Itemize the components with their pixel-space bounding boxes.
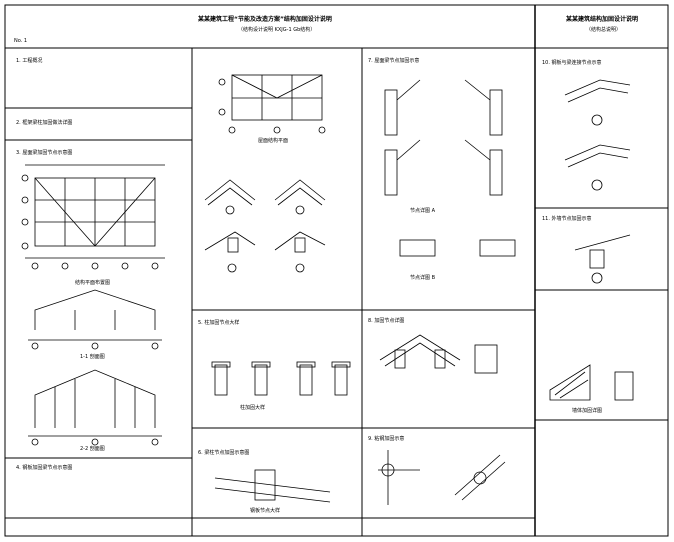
node-details [204, 179, 326, 273]
beam-details [384, 79, 516, 257]
main-title: 某某建筑工程“节能及改造方案”结构加固设计说明 [198, 16, 332, 23]
section-7-heading: 7. 屋面梁节点加固示意 [368, 58, 420, 64]
joint-details [378, 450, 506, 505]
caption-plate: 钢板节点大样 [250, 508, 281, 514]
section-11-heading: 11. 外墙节点加固示意 [542, 216, 592, 222]
sheet-border [4, 4, 669, 537]
section-10-heading: 10. 钢板与梁连接节点示意 [542, 60, 602, 66]
roof-plan [218, 74, 326, 134]
caption-frame-1: 1-1 剖面图 [80, 354, 105, 360]
section-3-heading: 3. 屋面梁加固节点示意图 [16, 150, 73, 156]
side-subtitle: （结构总说明） [586, 27, 622, 33]
section-4-heading: 4. 钢板加固梁节点示意图 [16, 465, 73, 471]
section-2-heading: 2. 框架梁柱加固做法详图 [16, 120, 73, 126]
caption-frame-2: 2-2 剖面图 [80, 446, 105, 452]
section-6-heading: 6. 梁柱节点加固示意图 [198, 450, 250, 456]
section-1-heading: 1. 工程概况 [16, 58, 43, 64]
section-9-heading: 9. 粘钢加固示意 [368, 436, 405, 442]
sheet-number: No. 1 [14, 38, 28, 44]
main-subtitle: （结构设计说明 KXJG-1 Gb结构） [238, 27, 316, 33]
plate-detail [214, 469, 331, 503]
plan-drawing [21, 164, 165, 270]
section-5-heading: 5. 柱加固节点大样 [198, 320, 240, 326]
caption-plan: 结构平面布置图 [75, 280, 111, 286]
roof-node [379, 334, 498, 374]
frame-elevation-2 [28, 369, 162, 446]
caption-roof-plan: 屋面结构平面 [258, 138, 289, 144]
caption-node-b: 节点详图 B [410, 275, 436, 281]
caption-node-a: 节点详图 A [410, 208, 436, 214]
column-details [211, 361, 351, 396]
side-details [549, 79, 634, 401]
caption-wall: 墙体加固详图 [572, 408, 603, 414]
side-title: 某某建筑结构加固设计说明 [566, 16, 639, 23]
caption-column: 柱加固大样 [240, 405, 266, 411]
frame-elevation-1 [28, 289, 162, 350]
section-8-heading: 8. 加固节点详图 [368, 318, 405, 324]
